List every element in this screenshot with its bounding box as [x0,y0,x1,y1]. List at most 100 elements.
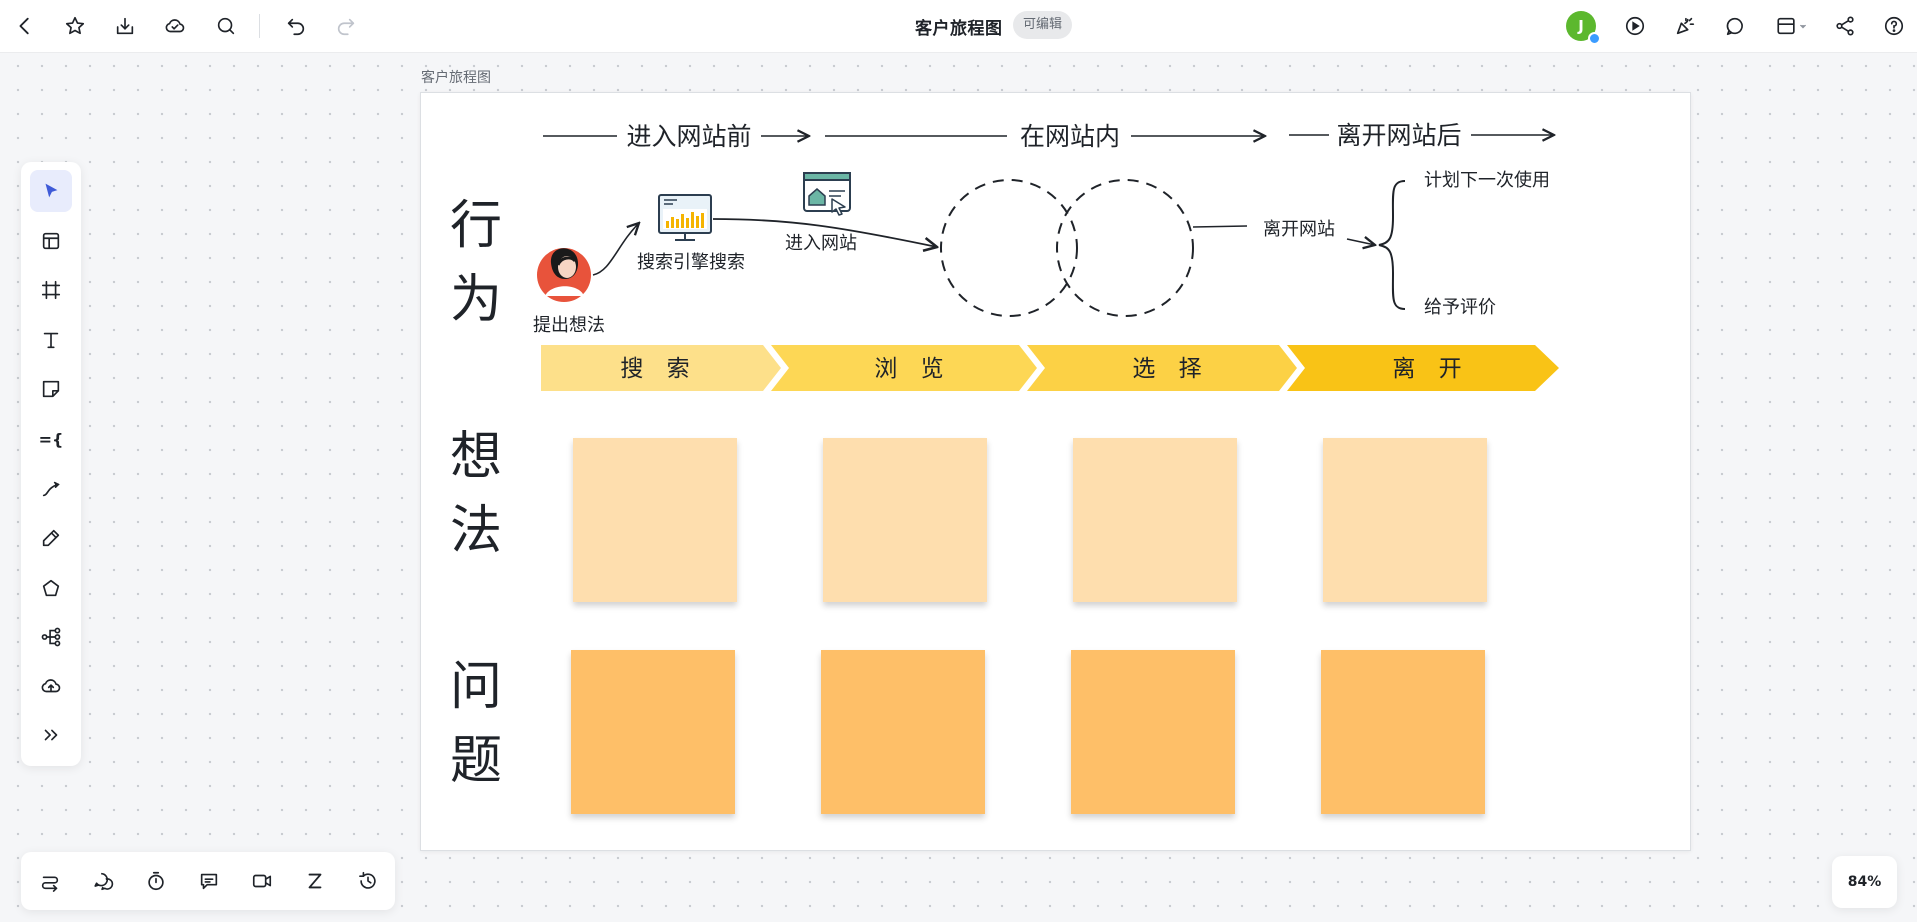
sticky-note[interactable] [823,438,987,602]
flow-line [1192,225,1248,228]
sticky-note[interactable] [821,650,985,814]
frame-icon [41,280,61,300]
sticky-note[interactable] [1071,650,1235,814]
switch-icon [41,876,59,892]
formula-icon: ={ [38,429,64,449]
stage-label: 选 择 [1132,356,1209,382]
history-icon [359,871,376,889]
chat-icon [94,872,114,891]
back-icon[interactable] [10,11,40,41]
formula-tool[interactable]: ={ [30,418,72,460]
action-label: 提出想法 [533,315,605,336]
chat-button[interactable] [82,860,124,902]
journey-diagram: 进入网站前 在网站内 离开网站后 提出想法 [533,121,1559,391]
sticky-note[interactable] [1321,650,1485,814]
row-label-char: 问 [449,657,502,717]
shape-tool[interactable] [30,567,72,609]
stage-chevron [1287,345,1559,391]
feedback-button[interactable] [188,860,230,902]
website-home-icon [803,172,851,216]
video-icon [252,874,272,888]
flow-arrow [1346,239,1375,245]
action-label: 进入网站 [785,233,857,254]
mindmap-tool[interactable] [30,616,72,658]
brace [1378,180,1406,310]
search-icon[interactable] [211,11,241,41]
row-label-char: 题 [449,731,502,791]
person-avatar-icon [537,248,591,302]
timer-button[interactable] [135,860,177,902]
sticky-note[interactable] [1073,438,1237,602]
bottom-toolbar [21,852,395,910]
action-label: 给予评价 [1424,297,1496,318]
row-label-thoughts: 想 法 [441,420,511,568]
phase-label: 进入网站前 [626,122,751,151]
download-icon[interactable] [110,11,140,41]
layout-icon[interactable] [1770,11,1814,41]
connector-icon [42,481,60,497]
frame-tool[interactable] [30,269,72,311]
row-label-behavior: 行 为 [441,189,511,337]
redo-icon[interactable] [331,11,361,41]
stage-label: 搜 索 [620,356,697,382]
monitor-chart-icon [658,194,712,241]
left-toolbar: ={ [21,162,81,766]
switch-button[interactable] [29,860,71,902]
stage-label: 浏 览 [874,356,951,382]
select-icon [45,183,58,198]
row-label-char: 想 [449,427,502,487]
row-label-char: 法 [449,501,502,561]
shape-icon [42,579,60,597]
row-label-char: 为 [449,270,502,330]
help-icon[interactable] [1879,11,1909,41]
frame-label[interactable]: 客户旅程图 [421,70,491,86]
template-icon [42,232,60,250]
sleep-icon [308,873,322,889]
phase-label: 在网站内 [1020,122,1120,151]
history-button[interactable] [347,860,389,902]
pen-tool[interactable] [30,517,72,559]
share-icon[interactable] [1830,11,1860,41]
document-title[interactable]: 客户旅程图 [915,19,1003,39]
template-tool[interactable] [30,220,72,262]
flow-arrow [592,223,639,276]
stage-label: 离 开 [1392,356,1469,382]
stage-chevron [1027,345,1297,391]
editable-badge: 可编辑 [1013,11,1073,39]
timer-icon [148,871,164,891]
action-label: 离开网站 [1263,219,1335,240]
action-label: 搜索引擎搜索 [637,252,745,273]
browse-circle [940,179,1078,317]
connector-tool[interactable] [30,468,72,510]
undo-icon[interactable] [281,11,311,41]
sticky-note-icon [42,380,60,398]
sticky-note[interactable] [1323,438,1487,602]
toolbar-divider [259,14,260,38]
pen-icon [42,529,60,547]
comment-icon[interactable] [1720,11,1750,41]
sticky-note[interactable] [571,650,735,814]
sleep-button[interactable] [294,860,336,902]
star-icon[interactable] [60,11,90,41]
zoom-level[interactable]: 84% [1832,856,1897,908]
sticky-note[interactable] [573,438,737,602]
row-label-char: 行 [449,196,502,256]
top-bar: 客户旅程图 可编辑 J [0,0,1917,53]
play-icon[interactable] [1620,11,1650,41]
row-label-problems: 问 题 [441,650,511,798]
journey-map-frame[interactable]: 行 为 想 法 问 题 进入网站前 在网站内 离开网站后 [420,92,1691,851]
cloud-icon[interactable] [160,11,190,41]
phase-label: 离开网站后 [1336,121,1461,150]
select-tool[interactable] [30,170,72,212]
browse-circle [1056,179,1194,317]
feedback-icon [200,873,218,890]
stage-chevron [541,345,781,391]
celebrate-icon[interactable] [1670,11,1700,41]
stage-chevron [771,345,1037,391]
video-button[interactable] [241,860,283,902]
upload-tool[interactable] [30,665,72,707]
text-icon [43,332,59,349]
sticky-note-tool[interactable] [30,368,72,410]
text-tool[interactable] [30,319,72,361]
more-tools[interactable] [30,714,72,756]
